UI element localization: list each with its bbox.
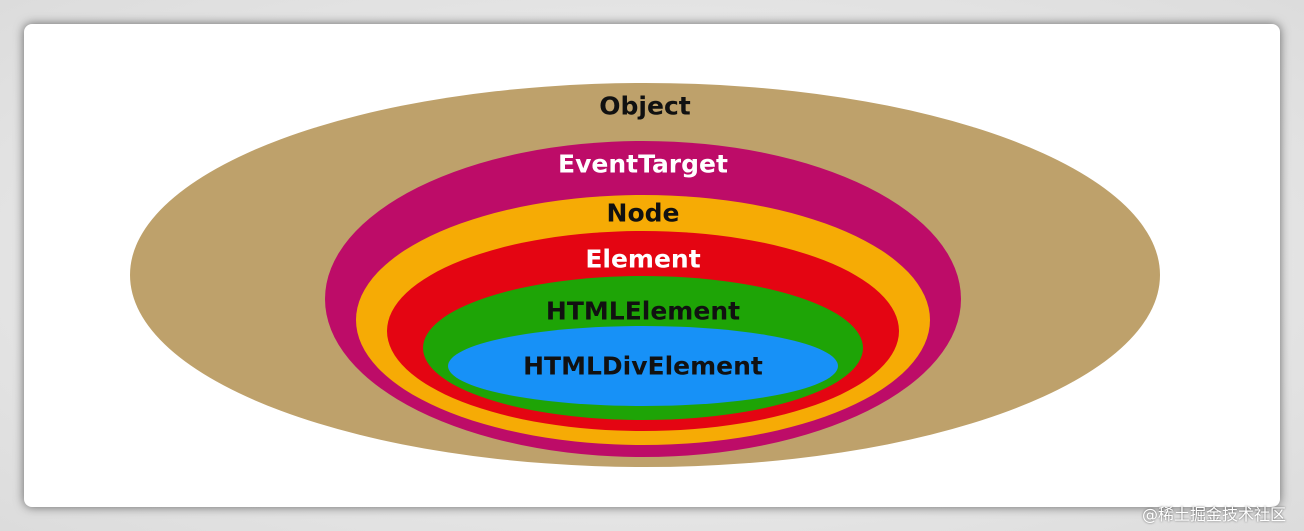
ellipse-labels: Object EventTarget Node Element HTMLElem… (523, 92, 763, 381)
htmlelement-label: HTMLElement (546, 297, 740, 326)
element-label: Element (585, 245, 700, 274)
eventtarget-label: EventTarget (558, 150, 728, 179)
htmldivelement-ellipse (448, 326, 838, 406)
htmldivelement-label: HTMLDivElement (523, 352, 763, 381)
watermark-text: @稀土掘金技术社区 (1141, 505, 1286, 524)
ellipse-layers (130, 83, 1160, 467)
object-label: Object (599, 92, 690, 121)
node-label: Node (607, 199, 680, 228)
